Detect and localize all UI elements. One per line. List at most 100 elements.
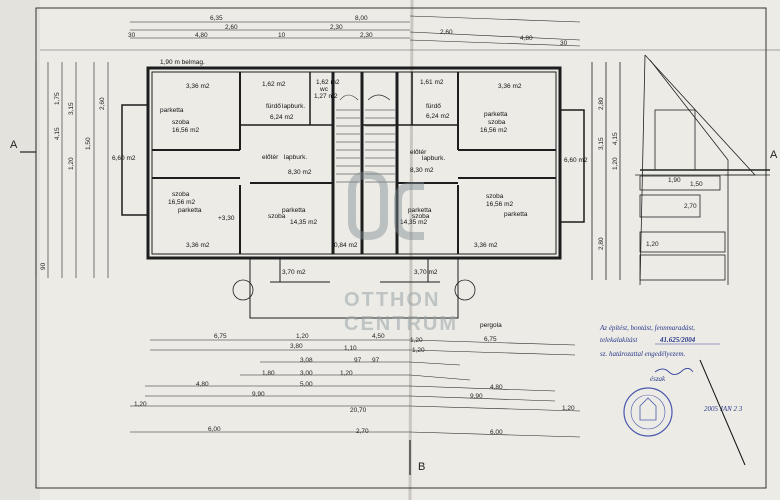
top-dim-8: 2,30 — [360, 32, 373, 39]
mid-r-area: 14,35 m2 — [400, 219, 427, 226]
top-dim-4: 2,30 — [330, 24, 343, 31]
stamp-number: 41.625/2004 — [659, 336, 696, 344]
side-dim-6: 1,50 — [690, 181, 703, 188]
mid-l-room: szoba — [268, 213, 286, 220]
hall-r: előtér — [410, 149, 427, 156]
side-dim-5: 1,90 — [668, 177, 681, 184]
bath-r-size: 6,24 m2 — [426, 113, 450, 120]
bottom-end-r: 1,20 — [562, 405, 575, 412]
top-dim-5: 2,60 — [440, 29, 453, 36]
ne-name: parketta — [484, 111, 508, 118]
bottom-r1-a: 6,75 — [214, 333, 227, 340]
approval-stamp: Az építést, bontást, fennmaradást, telek… — [599, 324, 746, 466]
wc-l-name: wc — [319, 86, 329, 93]
left-dimensions — [35, 62, 109, 278]
pergola-label: pergola — [480, 322, 502, 329]
side-bay-r: 6,60 m2 — [564, 157, 588, 164]
sw-area: 16,56 m2 — [168, 199, 195, 206]
wc-l: 1,62 m2 — [316, 79, 340, 86]
nw-room: szoba — [172, 119, 190, 126]
bottom-r1-b: 1,20 — [296, 333, 309, 340]
left-dim-4: 1,20 — [68, 157, 75, 170]
left-dim-texts: 1,75 4,15 3,15 1,20 1,50 2,60 90 — [40, 92, 106, 270]
paper-shadow — [0, 0, 40, 500]
mid-l-area: 14,35 m2 — [290, 219, 317, 226]
side-dim-4: 1,20 — [612, 157, 619, 170]
bottom-r6-b: 9,90 — [470, 393, 483, 400]
left-dim-1: 1,75 — [54, 92, 61, 105]
bottom-r4-b: 3,00 — [300, 370, 313, 377]
watermark-logo — [348, 170, 424, 241]
bottom-r7-c: 6,00 — [490, 429, 503, 436]
sw-floor: parketta — [178, 207, 202, 214]
side-elevation-dims: 2,80 4,15 3,15 1,20 1,90 1,50 2,70 1,20 … — [598, 97, 703, 250]
stamp-seal — [623, 387, 673, 437]
stamp-signer: észak — [650, 375, 666, 383]
top-dimensions — [130, 15, 581, 47]
side-dim-3: 3,15 — [598, 137, 605, 150]
bath-l-floor: lapburk. — [282, 103, 305, 110]
terrace-r: 3,70 m2 — [414, 269, 438, 276]
watermark-line-1: OTTHON — [344, 289, 440, 311]
sw-room: szoba — [172, 191, 190, 198]
side-dim-8: 1,20 — [646, 241, 659, 248]
hall-r-floor: lapburk. — [422, 155, 445, 162]
bath-r: fürdő — [426, 103, 441, 110]
stamp-signature — [654, 367, 694, 375]
section-marker-bottom: B — [418, 461, 425, 473]
top-dim-end-2: 30 — [560, 40, 568, 47]
bottom-r3-a: 3,08 — [300, 357, 313, 364]
left-dim-2: 4,15 — [54, 127, 61, 140]
building-walls — [121, 66, 585, 319]
nw-floor: 3,36 m2 — [186, 83, 210, 90]
top-dim-7: 10 — [278, 32, 286, 39]
bottom-r5-a: 4,80 — [196, 381, 209, 388]
sw-dim: +3,30 — [218, 215, 235, 222]
side-dim-1: 2,80 — [598, 97, 605, 110]
bottom-r5-b: 5,00 — [300, 381, 313, 388]
side-dim-2: 4,15 — [612, 132, 619, 145]
left-dim-3: 3,15 — [68, 102, 75, 115]
sw-base: 3,36 m2 — [186, 242, 210, 249]
ne-room: szoba — [488, 119, 506, 126]
hall-l: előtér — [262, 154, 279, 161]
bottom-r1-e: 6,75 — [484, 336, 497, 343]
top-dim-9: 4,80 — [520, 35, 533, 42]
hall-r-area: 8,30 m2 — [410, 167, 434, 174]
section-marker-right: A — [770, 149, 778, 161]
section-marker-left: A — [10, 139, 18, 151]
stamp-line-1: Az építést, bontást, fennmaradást, — [599, 324, 695, 332]
bottom-r2-a: 3,80 — [290, 343, 303, 350]
bottom-r7-a: 6,00 — [208, 426, 221, 433]
bottom-r2-c: 1,20 — [412, 347, 425, 354]
top-dim-2: 8,00 — [355, 15, 368, 22]
bath-r-area: 1,61 m2 — [420, 79, 444, 86]
bottom-r4-c: 1,20 — [340, 370, 353, 377]
se-base: 3,36 m2 — [474, 242, 498, 249]
bottom-end-l: 1,20 — [134, 401, 147, 408]
bath-l: fürdő — [266, 103, 281, 110]
bottom-r1-c: 4,50 — [372, 333, 385, 340]
bath-l-area: 1,62 m2 — [262, 81, 286, 88]
se-room: szoba — [486, 193, 504, 200]
bottom-r6-a: 9,90 — [252, 391, 265, 398]
top-dim-end-1: 30 — [128, 32, 136, 39]
mid-r-room: szoba — [412, 213, 430, 220]
bottom-r3-b: 97 — [354, 357, 362, 364]
terrace-l: 3,70 m2 — [282, 269, 306, 276]
side-dim-9: 2,80 — [598, 237, 605, 250]
bottom-r5-c: 4,80 — [490, 384, 503, 391]
bottom-r2-b: 1,10 — [344, 345, 357, 352]
mid-l-small: 0,84 m2 — [334, 242, 358, 249]
watermark-line-2: CENTRUM — [344, 313, 458, 335]
bath-l-size: 6,24 m2 — [270, 114, 294, 121]
mid-l: parketta — [282, 207, 306, 214]
top-dim-3: 2,60 — [225, 24, 238, 31]
nw-area: 16,56 m2 — [172, 127, 199, 134]
ne-area: 16,56 m2 — [480, 127, 507, 134]
stamp-pointer-line — [699, 359, 746, 466]
side-dim-7: 2,70 — [684, 203, 697, 210]
